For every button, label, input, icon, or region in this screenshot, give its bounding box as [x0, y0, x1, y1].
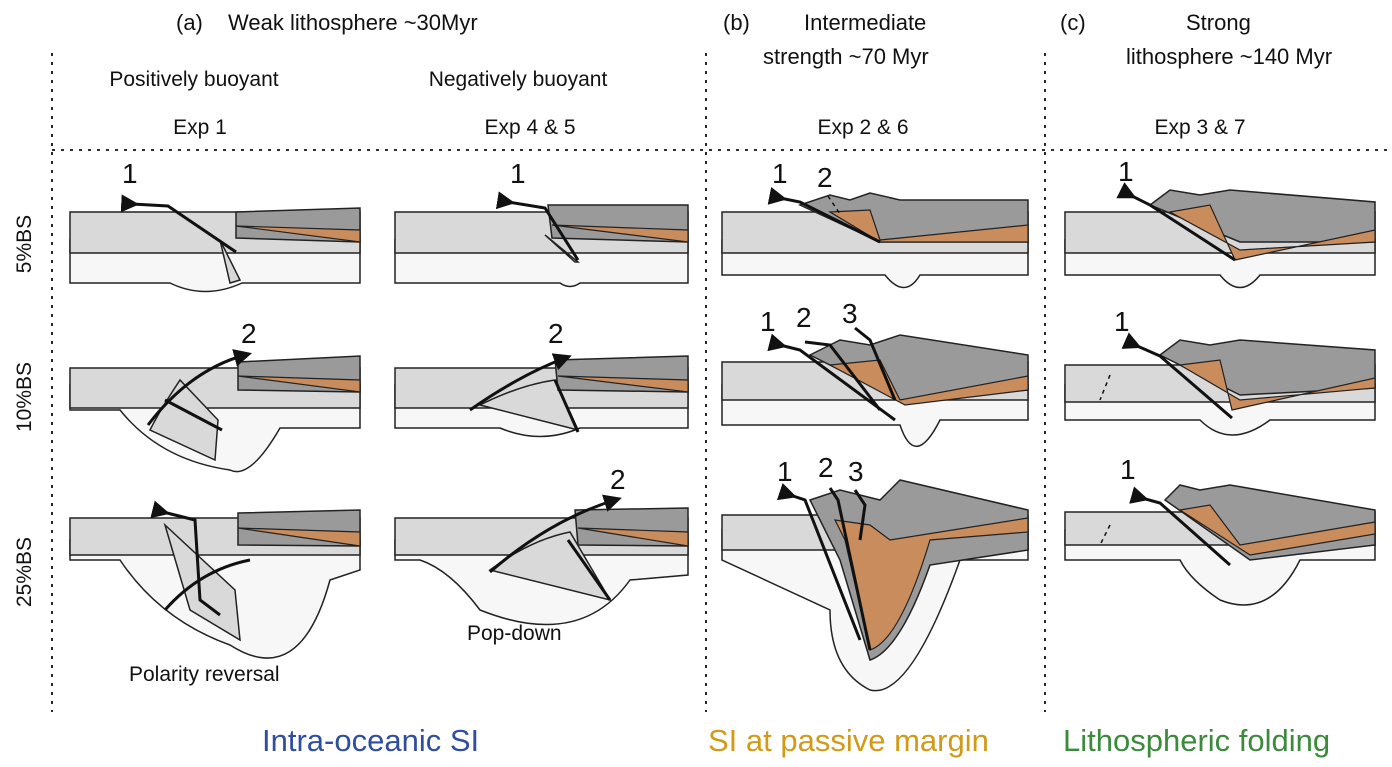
- negatively-buoyant-label: Negatively buoyant: [428, 68, 608, 91]
- footer-intra-oceanic: Intra-oceanic SI: [262, 723, 480, 758]
- model-a2-r2: [394, 353, 689, 438]
- model-a1-r2: [69, 349, 361, 473]
- panel-b-title-line1: Intermediate: [804, 10, 927, 35]
- model-a2-r1: [394, 191, 689, 288]
- model-c-r2: [1064, 332, 1376, 436]
- model-a1-r3: [69, 500, 361, 659]
- panel-a-title: Weak lithosphere ~30Myr: [228, 10, 478, 35]
- fault-number-cr1-1: 1: [1118, 156, 1134, 187]
- fault-number-br1-1: 1: [772, 158, 788, 189]
- exp-3-7-label: Exp 3 & 7: [1154, 116, 1246, 139]
- polarity-reversal-caption: Polarity reversal: [129, 663, 280, 686]
- panel-c-title-line2: lithosphere ~140 Myr: [1126, 44, 1333, 69]
- fault-number-a2r3-2: 2: [610, 464, 626, 495]
- model-c-r3: [1064, 484, 1376, 606]
- exp-1-label: Exp 1: [173, 116, 227, 139]
- fault-number-cr3-1: 1: [1120, 454, 1136, 485]
- model-a2-r3: [394, 494, 689, 626]
- fault-number-cr2-1: 1: [1114, 306, 1130, 337]
- model-b-r3: [721, 479, 1029, 692]
- footer-passive-margin: SI at passive margin: [708, 723, 989, 758]
- fault-number-a2r1-1: 1: [510, 158, 526, 189]
- fault-number-br3-2: 2: [818, 452, 834, 483]
- model-c-r1: [1064, 182, 1376, 289]
- model-a1-r1: [69, 194, 361, 293]
- fault-number-br1-2: 2: [817, 162, 833, 193]
- pop-down-caption: Pop-down: [467, 622, 562, 645]
- exp-4-5-label: Exp 4 & 5: [484, 116, 576, 139]
- fault-number-a2r2-2: 2: [548, 318, 564, 349]
- panel-a-letter: (a): [176, 10, 203, 35]
- fault-number-a1r1-1: 1: [122, 158, 138, 189]
- panel-b-title-line2: strength ~70 Myr: [763, 44, 929, 69]
- fault-number-br3-3: 3: [848, 456, 864, 487]
- model-b-r2: [721, 326, 1029, 447]
- fault-number-br2-3: 3: [842, 298, 858, 329]
- fault-number-br2-1: 1: [760, 306, 776, 337]
- positively-buoyant-label: Positively buoyant: [109, 68, 279, 91]
- fault-number-br2-2: 2: [796, 302, 812, 333]
- panel-c-letter: (c): [1060, 10, 1086, 35]
- fault-number-br3-1: 1: [777, 456, 793, 487]
- footer-lithospheric-folding: Lithospheric folding: [1063, 723, 1331, 758]
- exp-2-6-label: Exp 2 & 6: [817, 116, 909, 139]
- fault-number-a1r2-2: 2: [241, 318, 257, 349]
- model-b-r1: [721, 187, 1029, 289]
- panel-b-letter: (b): [723, 10, 750, 35]
- panel-c-title-line1: Strong: [1186, 10, 1251, 35]
